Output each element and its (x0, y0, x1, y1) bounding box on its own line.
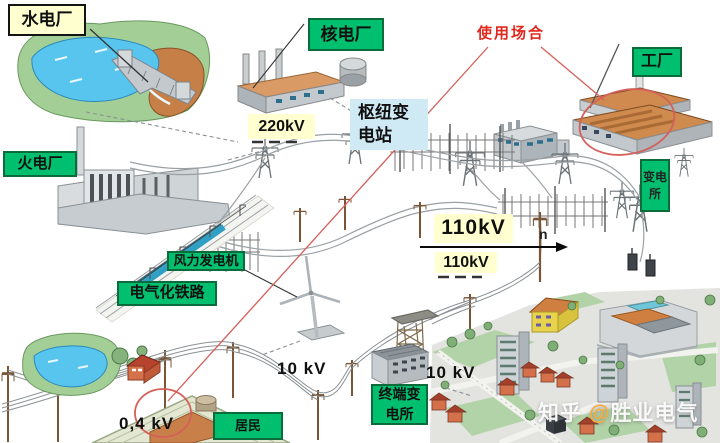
factory-label: 工厂 (632, 47, 682, 77)
voltage-04kv-label: 0,4 kV (119, 414, 175, 433)
thermal-plant-label: 火电厂 (3, 151, 77, 177)
flow-arrow (420, 242, 568, 252)
lake-scene-illustration (22, 332, 162, 396)
voltage-110kv-secondary-label: 110kV (435, 252, 497, 273)
leader-lines (85, 23, 482, 397)
hub-substation-label: 枢纽变电站 (350, 99, 428, 150)
hydro-plant-label: 水电厂 (8, 4, 86, 36)
voltage-10kv-right-label: 10 kV (426, 363, 476, 382)
wind-turbine-illustration (279, 255, 346, 341)
wind-generator-label: 风力发电机 (167, 251, 245, 271)
watermark: 知乎 @胜业电气 (538, 397, 698, 427)
watermark-at-icon: @ (588, 402, 611, 425)
residents-label: 居民 (213, 412, 283, 440)
usage-scenario-note: 使用场合 (477, 25, 546, 42)
thermal-plant-illustration (57, 126, 231, 235)
voltage-110kv-main-label: 110kV (434, 214, 513, 243)
watermark-account: 胜业电气 (610, 402, 699, 425)
electrified-railway-label: 电气化铁路 (117, 281, 217, 306)
town-map-illustration (428, 288, 720, 443)
n-mark: n (539, 226, 548, 242)
watermark-site: 知乎 (538, 402, 582, 425)
switchyard-right (498, 186, 656, 277)
voltage-220kv-label: 220kV (248, 114, 315, 139)
terminal-substation-label: 终端变电所 (371, 384, 428, 425)
red-annotations (134, 46, 676, 438)
hydro-plant-illustration (17, 20, 211, 123)
nuclear-plant-label: 核电厂 (308, 18, 384, 51)
terminal-substation-illustration (370, 309, 440, 387)
substation-label: 变电所 (640, 159, 670, 212)
voltage-10kv-left-label: 10 kV (277, 359, 327, 378)
nuclear-plant-illustration (236, 48, 367, 114)
